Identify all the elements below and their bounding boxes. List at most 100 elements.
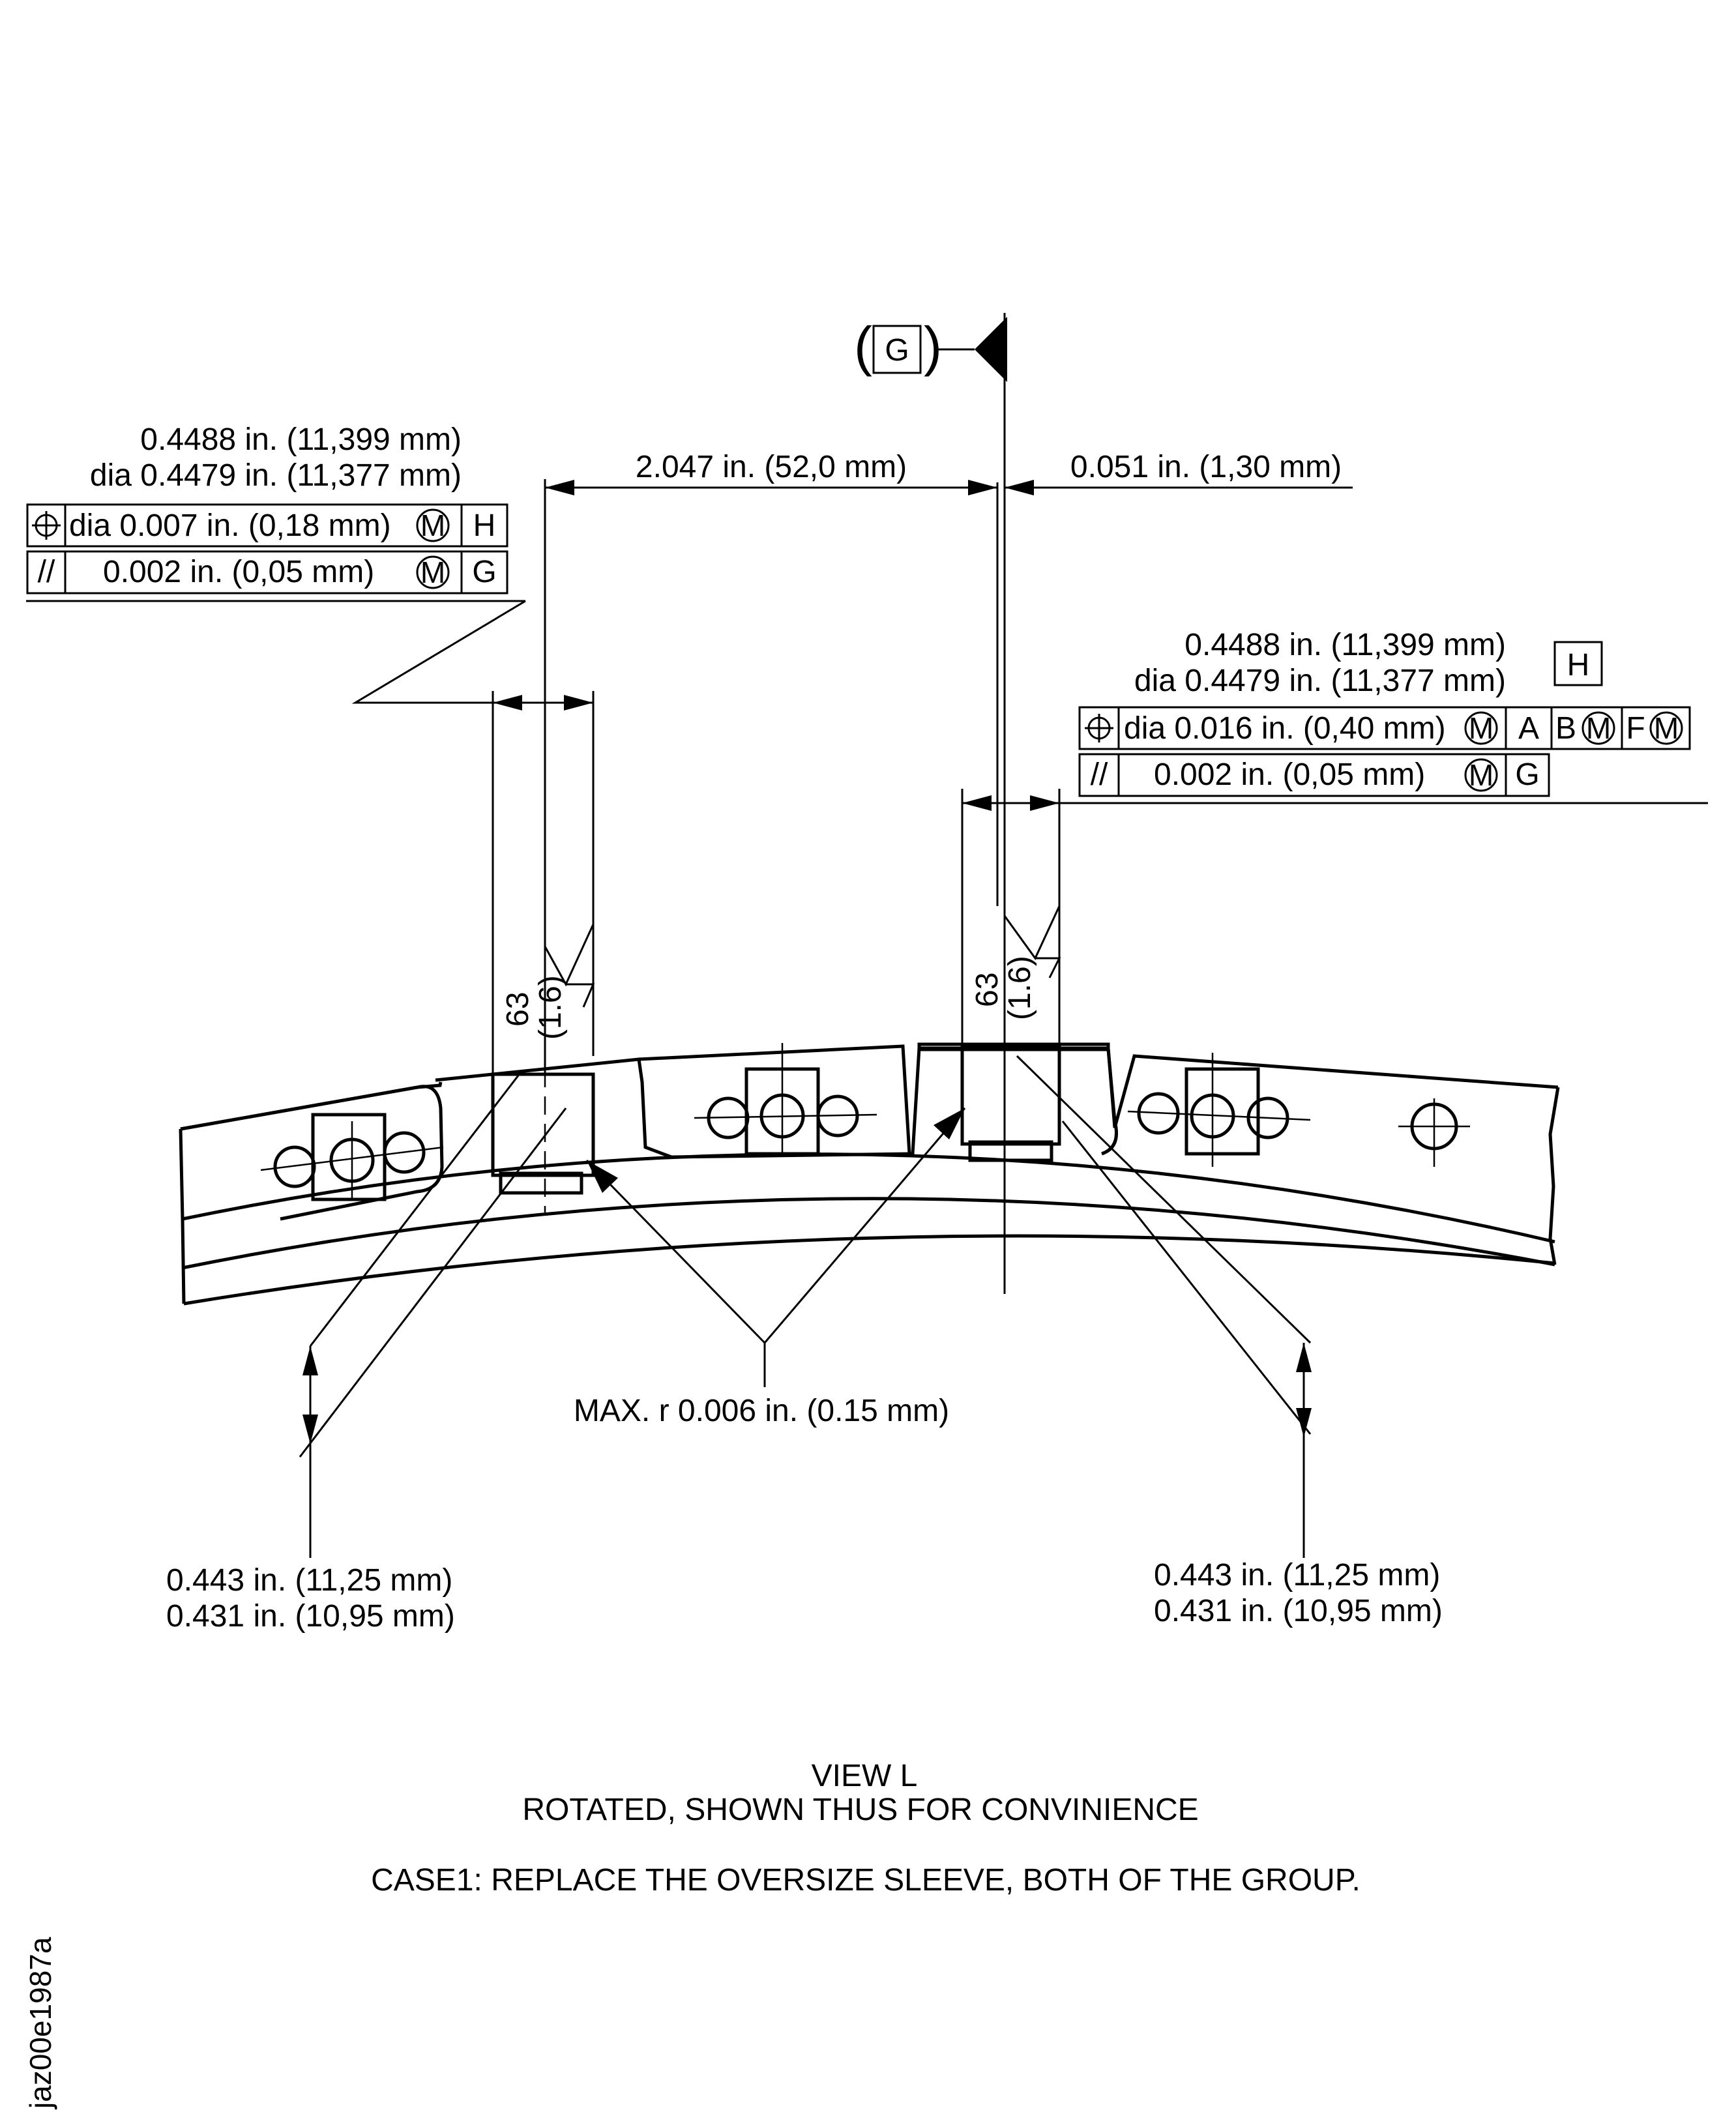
depth-right-upper: 0.443 in. (11,25 mm) xyxy=(1154,1558,1440,1592)
inner-arc-lower xyxy=(182,1197,1555,1270)
dim-text-2047: 2.047 in. (52,0 mm) xyxy=(636,450,907,484)
right-end xyxy=(1548,1087,1560,1265)
arrowhead xyxy=(1030,795,1059,811)
finish-value-left: 63 xyxy=(501,992,535,1027)
left-callout-lower: dia 0.4479 in. (11,377 mm) xyxy=(90,458,462,493)
left-fcf-row2-tolerance: 0.002 in. (0,05 mm) xyxy=(103,555,374,589)
depth-extension xyxy=(309,1075,520,1347)
surface-finish-right: 63 (1.6) xyxy=(970,905,1061,1020)
right-sleeve-step xyxy=(968,1140,1053,1162)
depth-left-upper: 0.443 in. (11,25 mm) xyxy=(166,1563,452,1598)
right-bore-diameter-dim xyxy=(961,789,1061,1046)
mmc-circle-icon xyxy=(1582,711,1615,745)
right-fcf-datum-b-mod: M xyxy=(1586,711,1611,745)
finish-metric-left: (1.6) xyxy=(533,975,568,1040)
depth-extension xyxy=(1061,1121,1312,1435)
arrowhead xyxy=(962,795,992,811)
position-icon xyxy=(1085,714,1113,742)
finish-check-icon xyxy=(1003,905,1061,960)
right-fcf-row1-tolerance: dia 0.016 in. (0,40 mm) xyxy=(1124,711,1446,746)
depth-dim-right: 0.443 in. (11,25 mm) 0.431 in. (10,95 mm… xyxy=(1016,1055,1443,1628)
arrowhead xyxy=(1005,480,1034,495)
left-fcf-row2-modifier: M xyxy=(420,555,445,589)
left-end xyxy=(179,1128,186,1304)
right-fcf-row2-datum: G xyxy=(1515,757,1539,792)
bolt-hole-icon xyxy=(383,1131,426,1174)
dimension-0051: 0.051 in. (1,30 mm) xyxy=(1005,450,1353,495)
left-fcf-row2-datum: G xyxy=(472,555,496,589)
arrowhead xyxy=(587,1160,618,1193)
arrowhead xyxy=(1296,1408,1312,1437)
view-subtitle: ROTATED, SHOWN THUS FOR CONVINIENCE xyxy=(522,1793,1198,1827)
right-fcf-row2-modifier: M xyxy=(1469,758,1493,792)
ring-segment xyxy=(179,1042,1560,1306)
finish-value-right: 63 xyxy=(970,973,1005,1007)
dimension-2047: 2.047 in. (52,0 mm) xyxy=(544,450,997,1076)
mmc-circle-icon xyxy=(416,555,450,589)
datum-g-symbol: ( G ) xyxy=(854,315,1007,382)
finish-check-icon xyxy=(544,924,595,987)
radius-note-text: MAX. r 0.006 in. (0.15 mm) xyxy=(574,1394,949,1428)
centerline xyxy=(694,1113,877,1119)
right-fcf-datum-f-mod: M xyxy=(1654,711,1679,745)
left-fcf-row1-datum: H xyxy=(473,508,496,543)
arrowhead xyxy=(302,1346,318,1375)
right-callout-lower: dia 0.4479 in. (11,377 mm) xyxy=(1134,664,1506,698)
depth-dim-left: 0.443 in. (11,25 mm) 0.431 in. (10,95 mm… xyxy=(166,1075,567,1634)
dim-text-0051: 0.051 in. (1,30 mm) xyxy=(1070,450,1342,484)
parallelism-icon: // xyxy=(1091,757,1108,792)
surface-finish-left: 63 (1.6) xyxy=(501,924,595,1040)
left-fcf-row1-modifier: M xyxy=(420,508,445,542)
right-fcf-row1-modifier: M xyxy=(1469,711,1493,745)
right-callout-upper: 0.4488 in. (11,399 mm) xyxy=(1184,628,1506,662)
right-sleeve xyxy=(960,1044,1061,1146)
datum-g-paren-open: ( xyxy=(854,315,872,377)
mmc-circle-icon xyxy=(1464,711,1498,745)
left-sleeve xyxy=(491,1072,595,1177)
mmc-circle-icon xyxy=(1464,758,1498,792)
bolt-hole-icon xyxy=(1246,1096,1289,1139)
inner-arc-bottom xyxy=(183,1234,1556,1306)
left-tab xyxy=(180,1085,444,1221)
arrowhead xyxy=(934,1108,965,1139)
right-fcf-row2 xyxy=(1078,753,1550,797)
finish-triangle-icon xyxy=(566,983,595,1008)
datum-g-letter: G xyxy=(885,333,909,368)
arrowhead xyxy=(493,695,522,711)
right-fcf-datum-f: F xyxy=(1626,711,1645,746)
datum-g-triangle xyxy=(975,317,1007,382)
clamp-plate xyxy=(1184,1067,1260,1156)
datum-g-frame xyxy=(872,325,922,374)
callout-left: 0.4488 in. (11,399 mm) dia 0.4479 in. (1… xyxy=(26,422,526,704)
datum-g-paren-close: ) xyxy=(924,315,942,377)
right-fcf-datum-a: A xyxy=(1518,711,1539,746)
depth-extension xyxy=(1016,1055,1312,1344)
depth-left-lower: 0.431 in. (10,95 mm) xyxy=(166,1599,455,1634)
arrowhead xyxy=(564,695,593,711)
arrowhead xyxy=(302,1415,318,1444)
right-fcf-row1 xyxy=(1078,706,1691,750)
left-callout-leader xyxy=(351,600,526,704)
datum-h-frame xyxy=(1553,641,1603,686)
right-pocket xyxy=(1101,1049,1118,1156)
view-title: VIEW L xyxy=(812,1759,918,1793)
middle-pocket xyxy=(638,1044,911,1154)
depth-right-lower: 0.431 in. (10,95 mm) xyxy=(1154,1594,1443,1628)
arrowhead xyxy=(968,480,997,495)
right-fcf-row2-tolerance: 0.002 in. (0,05 mm) xyxy=(1154,757,1425,792)
figure-id: jaz00e1987a xyxy=(23,1937,57,2110)
centerline xyxy=(1127,1110,1311,1121)
right-fcf-datum-b: B xyxy=(1555,711,1576,746)
left-bore-diameter-dim xyxy=(492,691,595,1076)
parallelism-icon: // xyxy=(38,555,55,589)
callout-right: 0.4488 in. (11,399 mm) dia 0.4479 in. (1… xyxy=(1059,628,1708,804)
left-fcf-row1-tolerance: dia 0.007 in. (0,18 mm) xyxy=(69,508,391,543)
finish-metric-right: (1.6) xyxy=(1003,956,1037,1020)
inner-arc-upper xyxy=(182,1152,1555,1244)
left-callout-upper: 0.4488 in. (11,399 mm) xyxy=(140,422,462,457)
arrowhead xyxy=(1296,1343,1312,1372)
radius-leader-left xyxy=(585,1159,766,1344)
bolt-hole-icon xyxy=(273,1145,316,1188)
datum-h-letter: H xyxy=(1567,648,1590,682)
